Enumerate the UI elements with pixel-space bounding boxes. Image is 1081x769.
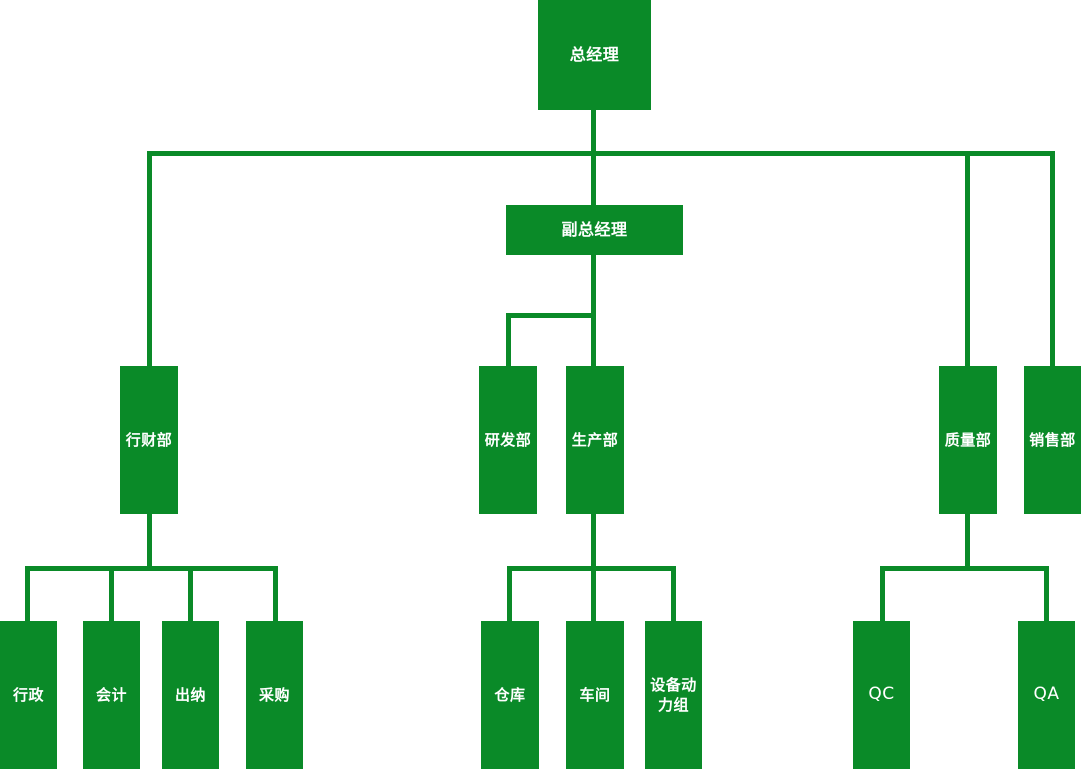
connector-drop-warehouse <box>507 566 512 623</box>
connector-quality-bus <box>880 566 1049 571</box>
node-production-dept[interactable]: 生产部 <box>566 366 624 514</box>
connector-quality-stem <box>965 514 970 571</box>
node-label: 车间 <box>579 685 611 704</box>
node-label: 采购 <box>258 685 290 704</box>
node-label: 生产部 <box>571 430 619 449</box>
node-qc[interactable]: QC <box>853 621 910 769</box>
node-label: QC <box>868 684 895 705</box>
connector-drop-cashier <box>188 566 193 623</box>
node-workshop[interactable]: 车间 <box>566 621 624 769</box>
node-label: 设备动力组 <box>650 675 697 714</box>
connector-drop-deputy-gm <box>591 151 596 208</box>
connector-drop-equipment-power <box>671 566 676 623</box>
connector-deputy-bus <box>506 313 596 318</box>
node-label: 行政 <box>12 685 44 704</box>
connector-drop-production <box>591 313 596 368</box>
node-label: 仓库 <box>494 685 526 704</box>
node-label: 研发部 <box>484 430 532 449</box>
connector-admin-finance-bus <box>25 566 278 571</box>
connector-deputy-stem <box>591 255 596 317</box>
node-general-manager[interactable]: 总经理 <box>538 0 651 110</box>
connector-admin-finance-stem <box>147 514 152 571</box>
node-quality-dept[interactable]: 质量部 <box>939 366 997 514</box>
connector-drop-workshop <box>591 566 596 623</box>
node-accounting[interactable]: 会计 <box>83 621 140 769</box>
node-deputy-general-manager[interactable]: 副总经理 <box>506 205 683 255</box>
connector-drop-sales <box>1050 151 1055 368</box>
node-label: 会计 <box>95 685 127 704</box>
node-equipment-power-group[interactable]: 设备动力组 <box>645 621 702 769</box>
connector-gm-stem <box>591 110 596 155</box>
node-label: 质量部 <box>944 430 992 449</box>
connector-level2-bus <box>147 151 1055 156</box>
node-qa[interactable]: QA <box>1018 621 1075 769</box>
node-warehouse[interactable]: 仓库 <box>481 621 539 769</box>
connector-drop-qc <box>880 566 885 623</box>
connector-drop-qa <box>1044 566 1049 623</box>
connector-drop-rd <box>506 313 511 368</box>
connector-drop-admin-finance <box>147 151 152 368</box>
node-purchasing[interactable]: 采购 <box>246 621 303 769</box>
node-label: 销售部 <box>1029 430 1076 449</box>
node-rd-dept[interactable]: 研发部 <box>479 366 537 514</box>
connector-drop-accounting <box>109 566 114 623</box>
node-sales-dept[interactable]: 销售部 <box>1024 366 1081 514</box>
node-cashier[interactable]: 出纳 <box>162 621 219 769</box>
node-label: 行财部 <box>125 430 173 449</box>
node-label: QA <box>1033 684 1060 705</box>
node-label: 副总经理 <box>561 219 628 239</box>
connector-drop-purchasing <box>273 566 278 623</box>
node-label: 总经理 <box>569 44 620 64</box>
node-label: 出纳 <box>174 685 206 704</box>
node-admin-finance-dept[interactable]: 行财部 <box>120 366 178 514</box>
connector-drop-administration <box>25 566 30 623</box>
connector-production-stem <box>591 514 596 571</box>
node-administration[interactable]: 行政 <box>0 621 57 769</box>
connector-drop-quality <box>965 151 970 368</box>
